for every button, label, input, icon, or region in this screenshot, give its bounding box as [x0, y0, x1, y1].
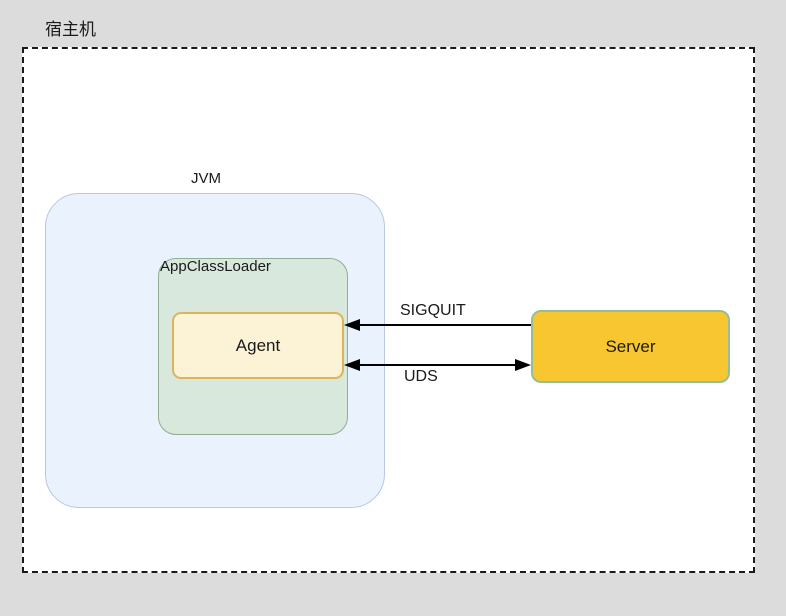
- server-node-label: Server: [605, 336, 656, 356]
- jvm-label: JVM: [191, 170, 221, 187]
- agent-node-label: Agent: [235, 335, 281, 355]
- appclassloader-label: AppClassLoader: [160, 258, 271, 275]
- edge-uds-label: UDS: [404, 368, 438, 385]
- agent-node[interactable]: Agent: [172, 312, 344, 379]
- server-node[interactable]: Server: [531, 310, 730, 383]
- edge-sigquit-label: SIGQUIT: [400, 302, 466, 319]
- host-label: 宿主机: [45, 20, 96, 39]
